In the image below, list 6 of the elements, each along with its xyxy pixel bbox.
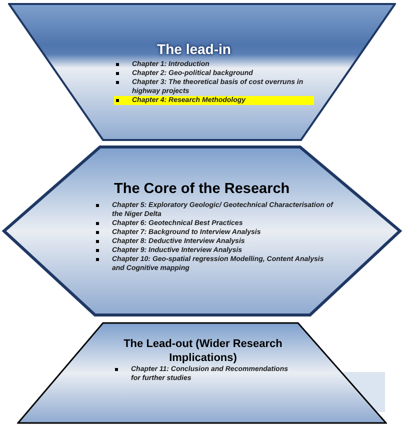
section-heading: The Lead-out (Wider Research Implications) bbox=[122, 337, 284, 365]
trapezoid-shape bbox=[17, 322, 387, 424]
section-heading: The lead-in bbox=[156, 40, 232, 59]
hexagon-shape bbox=[2, 145, 402, 317]
funnel-shape bbox=[8, 3, 396, 141]
section-heading: The Core of the Research bbox=[113, 180, 291, 199]
